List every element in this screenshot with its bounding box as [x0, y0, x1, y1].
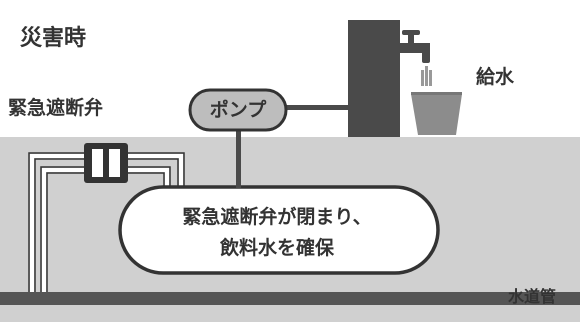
outlet-pipe-outline	[128, 152, 185, 190]
emergency-valve-label: 緊急遮断弁	[8, 97, 104, 119]
water-supply-label: 給水	[476, 66, 515, 88]
outlet-pipes	[128, 154, 183, 190]
water-stream	[421, 66, 432, 86]
tank-caption-line1: 緊急遮断弁が閉まり、	[182, 206, 372, 228]
cup-rim	[411, 92, 462, 95]
pump-to-tank-pipe	[236, 130, 241, 188]
inlet-pipes	[30, 154, 84, 292]
inlet-pipe-outline	[28, 152, 84, 292]
faucet-icon	[400, 30, 430, 63]
tank-caption-line2: 飲料水を確保	[219, 237, 334, 259]
cup-icon	[411, 94, 462, 135]
emergency-valve	[84, 143, 128, 183]
tank-caption: 緊急遮断弁が閉まり、 飲料水を確保	[122, 202, 432, 264]
main-water-pipe	[0, 292, 580, 305]
main-pipe-label: 水道管	[508, 287, 557, 306]
water-tower	[348, 20, 400, 137]
pump-to-tower-pipe	[286, 105, 348, 110]
pump	[188, 88, 288, 132]
tank	[118, 185, 440, 275]
pump-label: ポンプ	[209, 99, 267, 121]
page-title: 災害時	[20, 26, 87, 51]
